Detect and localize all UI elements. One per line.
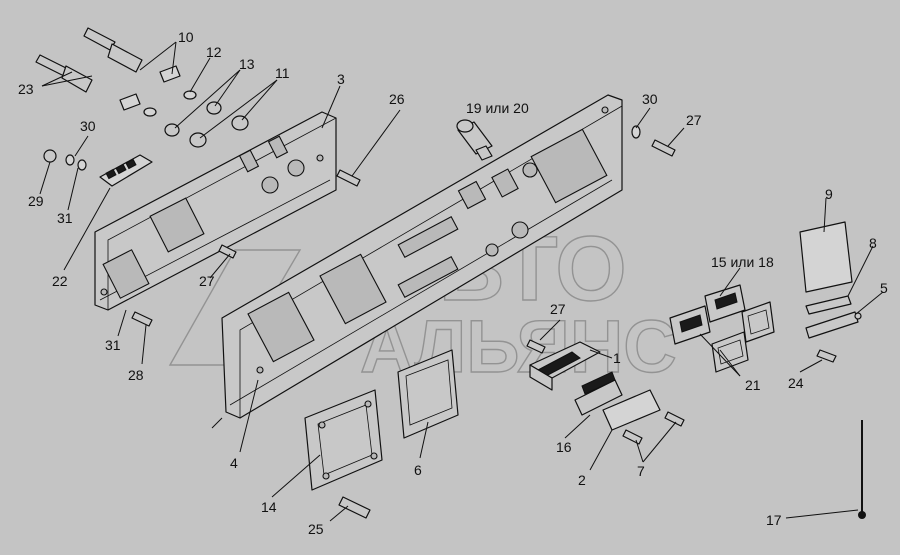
leader-lines (39, 41, 884, 522)
part-9-8-5 (799, 221, 862, 339)
callout-25: 25 (308, 521, 324, 537)
callout-6: 6 (414, 462, 422, 478)
callout-2: 2 (578, 472, 586, 488)
callout-11: 11 (275, 65, 290, 81)
callout-23: 23 (18, 81, 34, 97)
callout-7: 7 (637, 463, 645, 479)
part-6-cover (397, 349, 459, 439)
callout-5: 5 (880, 280, 888, 296)
callout-24: 24 (788, 375, 804, 391)
screws (131, 125, 837, 519)
callout-27-center: 27 (550, 301, 566, 317)
callout-12: 12 (206, 44, 222, 60)
callout-8: 8 (869, 235, 877, 251)
callout-27-left: 27 (199, 273, 215, 289)
callout-3: 3 (337, 71, 345, 87)
callout-15-or-18: 15 или 18 (711, 254, 774, 270)
callout-10: 10 (178, 29, 194, 45)
part-14-frame (304, 389, 383, 491)
callout-16: 16 (556, 439, 572, 455)
callout-27-right: 27 (686, 112, 702, 128)
callout-14: 14 (261, 499, 277, 515)
panel-3 (94, 111, 337, 311)
part-17-rod (858, 420, 866, 519)
callout-29: 29 (28, 193, 44, 209)
panel-4 (211, 94, 623, 429)
part-22-connector (99, 154, 153, 187)
callout-30-right: 30 (642, 91, 658, 107)
part-15-21 (669, 284, 775, 373)
callout-31-lower: 31 (105, 337, 121, 353)
callout-22: 22 (52, 273, 68, 289)
callout-13: 13 (239, 56, 255, 72)
callout-17: 17 (766, 512, 782, 528)
callout-28: 28 (128, 367, 144, 383)
callouts: 10 12 13 11 23 3 26 30 29 31 22 27 31 28… (18, 29, 888, 537)
callout-31-upper: 31 (57, 210, 73, 226)
callout-9: 9 (825, 186, 833, 202)
part-1-16 (529, 341, 661, 431)
callout-1: 1 (613, 350, 621, 366)
callout-4: 4 (230, 455, 238, 471)
part-19-20 (456, 119, 493, 161)
callout-26: 26 (389, 91, 405, 107)
callout-21: 21 (745, 377, 761, 393)
callout-30-left: 30 (80, 118, 96, 134)
callout-19-or-20: 19 или 20 (466, 100, 529, 116)
